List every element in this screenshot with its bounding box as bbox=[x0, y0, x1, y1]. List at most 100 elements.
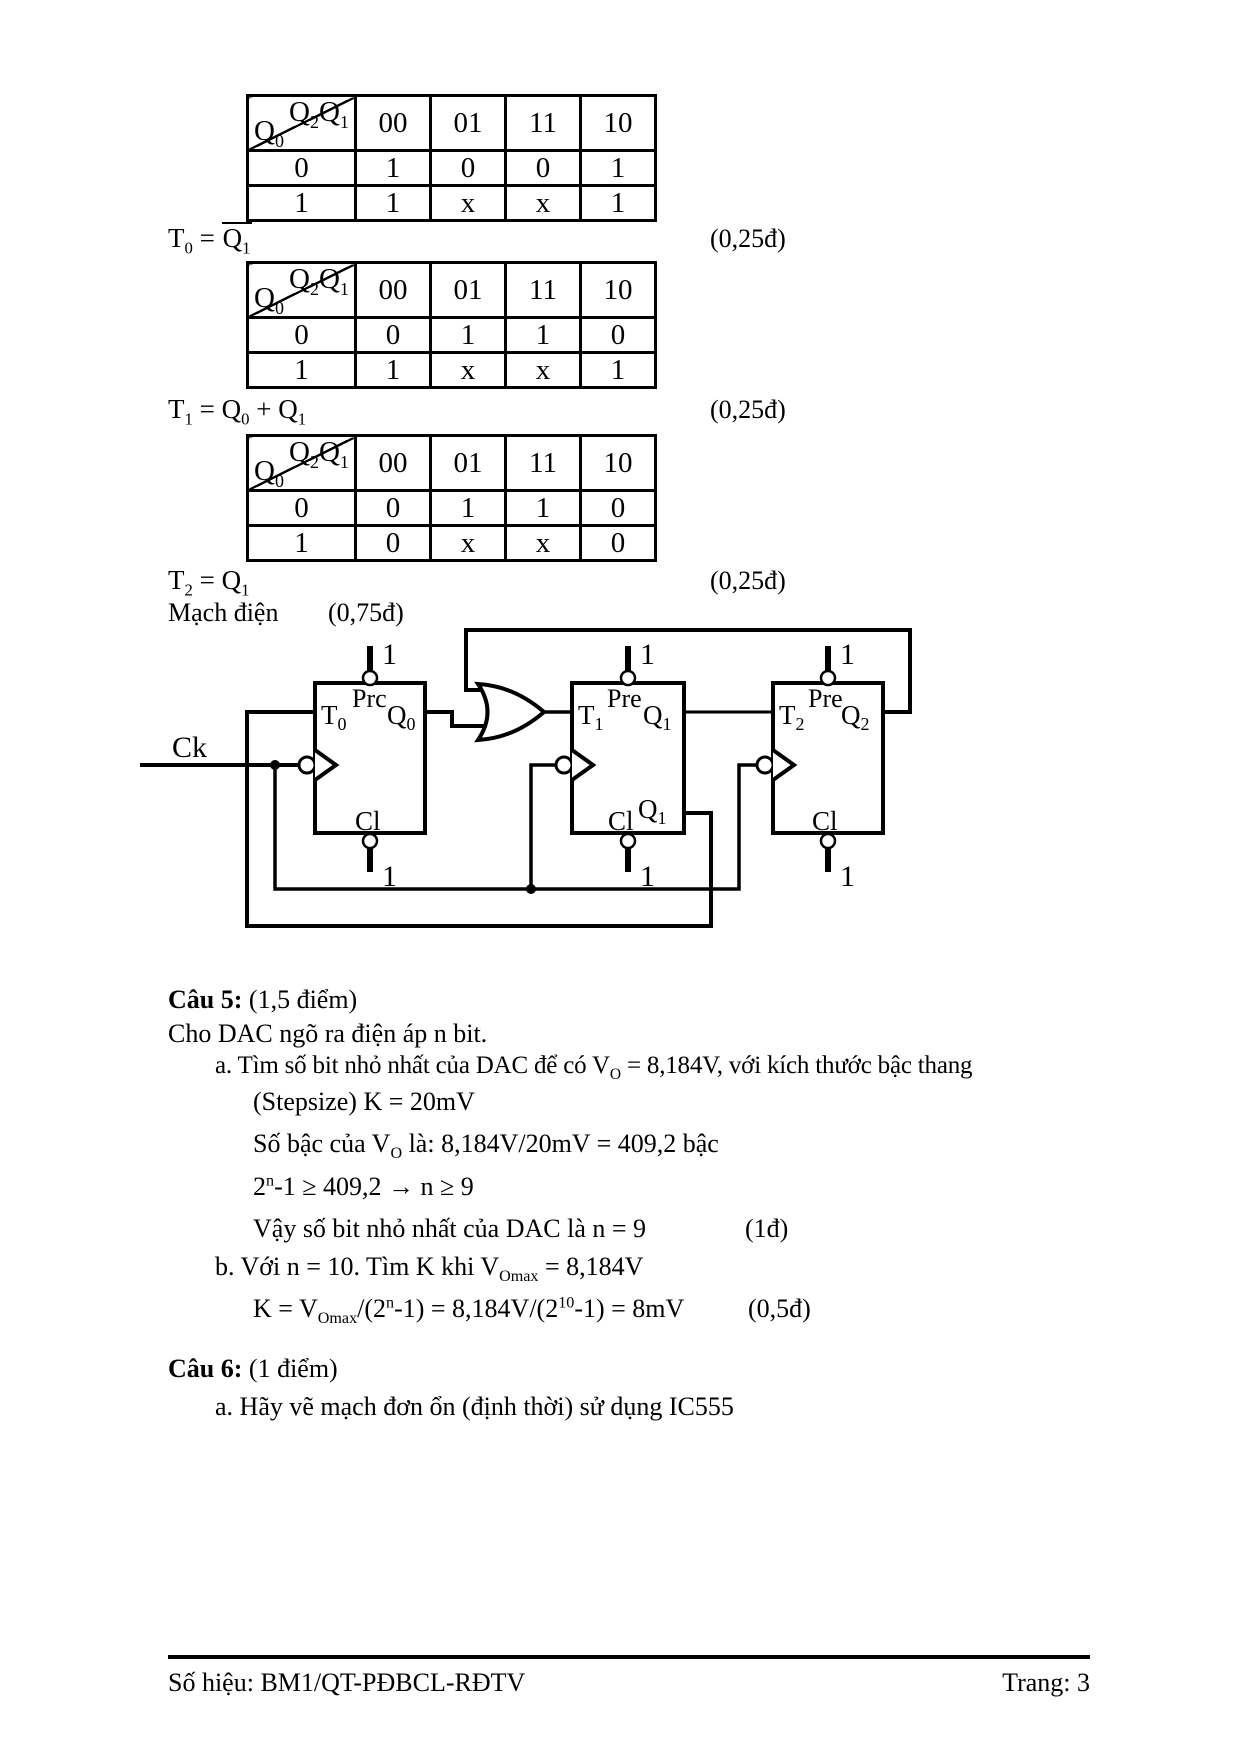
preset-bubble-icon bbox=[619, 669, 637, 687]
clock-bubble-icon bbox=[297, 755, 317, 775]
points-badge: (0,25đ) bbox=[710, 566, 786, 595]
solution-conclusion-line: Vậy số bit nhỏ nhất của DAC là n = 9 (1đ… bbox=[253, 1214, 789, 1243]
kmap-cell: 1 bbox=[429, 316, 507, 354]
feedback-wire-q2-to-or bbox=[464, 628, 912, 714]
or-gate-icon bbox=[474, 681, 548, 743]
preset-value: 1 bbox=[382, 638, 397, 671]
kmap-corner-top-label: Q2Q1 bbox=[289, 436, 349, 472]
clear-bubble-icon bbox=[361, 832, 379, 850]
kmap-corner-side-label: Q0 bbox=[254, 115, 284, 151]
formula-t1-expression: T1 = Q0 + Q1 bbox=[168, 394, 307, 429]
flipflop-t1-preset-label: Pre bbox=[607, 684, 642, 713]
kmap-cell: 0 bbox=[579, 489, 657, 527]
clock-signal-label: Ck bbox=[172, 731, 207, 764]
points-badge: (1đ) bbox=[745, 1214, 789, 1243]
kmap-corner-side-label: Q0 bbox=[254, 455, 284, 491]
preset-bubble-icon bbox=[361, 669, 379, 687]
kmap-cell: 0 bbox=[429, 149, 507, 187]
feedback-wire-q1bar-to-t0 bbox=[245, 710, 713, 928]
clock-bubble-icon bbox=[755, 755, 775, 775]
kmap-row-label: 1 bbox=[246, 351, 357, 389]
preset-value: 1 bbox=[840, 638, 855, 671]
formula-t2-expression: T2 = Q1 bbox=[168, 565, 250, 600]
flipflop-t0-box bbox=[313, 681, 427, 835]
kmap-cell: x bbox=[429, 351, 507, 389]
kmap-cell: 1 bbox=[504, 316, 582, 354]
kmap-corner-cell: Q2Q1 Q0 bbox=[246, 434, 357, 492]
kmap-cell: 0 bbox=[354, 524, 432, 562]
flipflop-t0-q-label: Q0 bbox=[387, 700, 416, 734]
footer-page-number: Trang: 3 bbox=[1002, 1668, 1090, 1697]
flipflop-t1-qbar-label: Q1 bbox=[638, 794, 667, 828]
kmap-cell: x bbox=[429, 184, 507, 222]
kmap-cell: 0 bbox=[504, 149, 582, 187]
kmap-table-t2: Q2Q1 Q0 00 01 11 10 0 0 1 1 0 1 0 x x 0 bbox=[246, 434, 657, 562]
kmap-col-header: 10 bbox=[579, 261, 657, 319]
question-5b-statement: b. Với n = 10. Tìm K khi VOmax = 8,184V bbox=[215, 1252, 644, 1286]
kmap-col-header: 11 bbox=[504, 261, 582, 319]
kmap-col-header: 10 bbox=[579, 94, 657, 152]
clock-branch-ff2 bbox=[529, 763, 556, 889]
flipflop-t1-clear-label: Cl bbox=[608, 806, 634, 836]
clear-value: 1 bbox=[840, 860, 855, 893]
kmap-cell: 0 bbox=[354, 316, 432, 354]
circuit-caption-label: Mạch điện bbox=[168, 598, 279, 627]
kmap-cell: 1 bbox=[354, 184, 432, 222]
question-6-heading: Câu 6: (1 điểm) bbox=[168, 1354, 338, 1383]
kmap-col-header: 01 bbox=[429, 261, 507, 319]
solution-inequality-line: 2n-1 ≥ 409,2 → n ≥ 9 bbox=[253, 1172, 474, 1201]
junction-dot bbox=[270, 760, 280, 770]
solution-steps-line: Số bậc của VO là: 8,184V/20mV = 409,2 bậ… bbox=[253, 1129, 719, 1163]
kmap-cell: x bbox=[504, 184, 582, 222]
question-5-intro: Cho DAC ngõ ra điện áp n bit. bbox=[168, 1019, 488, 1048]
preset-value: 1 bbox=[640, 638, 655, 671]
points-badge: (0,25đ) bbox=[710, 395, 786, 424]
kmap-col-header: 00 bbox=[354, 434, 432, 492]
kmap-cell: 1 bbox=[354, 351, 432, 389]
clock-bubble-icon bbox=[554, 755, 574, 775]
points-badge: (0,5đ) bbox=[748, 1294, 811, 1323]
clock-distribution-wire bbox=[273, 763, 757, 891]
kmap-cell: 0 bbox=[354, 489, 432, 527]
kmap-cell: 1 bbox=[504, 489, 582, 527]
kmap-cell: 0 bbox=[579, 316, 657, 354]
clear-bubble-icon bbox=[819, 832, 837, 850]
clear-value: 1 bbox=[382, 860, 397, 893]
footer-divider bbox=[168, 1655, 1090, 1659]
flipflop-t0-preset-label: Prc bbox=[352, 684, 387, 713]
flipflop-t0-clear-label: Cl bbox=[355, 806, 381, 836]
kmap-cell: 1 bbox=[354, 149, 432, 187]
kmap-col-header: 01 bbox=[429, 94, 507, 152]
solution-k-formula-line: K = VOmax/(2n-1) = 8,184V/(210-1) = 8mV … bbox=[253, 1294, 811, 1328]
wire-q0-to-or bbox=[425, 710, 488, 728]
kmap-corner-cell: Q2Q1 Q0 bbox=[246, 94, 357, 152]
clock-edge-triangle-icon bbox=[771, 748, 798, 782]
kmap-row-label: 0 bbox=[246, 149, 357, 187]
clock-edge-triangle-icon bbox=[313, 748, 340, 782]
kmap-table-t0: Q2Q1 Q0 00 01 11 10 0 1 0 0 1 1 1 x x 1 bbox=[246, 94, 657, 222]
flipflop-t2-preset-label: Pre bbox=[808, 684, 843, 713]
flipflop-t0-input-label: T0 bbox=[321, 700, 347, 734]
flipflop-t2-box bbox=[771, 681, 885, 835]
kmap-col-header: 00 bbox=[354, 94, 432, 152]
flipflop-t2-clear-label: Cl bbox=[812, 806, 838, 836]
kmap-cell: x bbox=[429, 524, 507, 562]
footer-document-number: Số hiệu: BM1/QT-PĐBCL-RĐTV bbox=[168, 1668, 526, 1697]
kmap-col-header: 11 bbox=[504, 434, 582, 492]
kmap-cell: 1 bbox=[579, 149, 657, 187]
formula-t1: T1 = Q0 + Q1 (0,25đ) bbox=[168, 393, 786, 429]
kmap-cell: 0 bbox=[579, 524, 657, 562]
clear-bubble-icon bbox=[619, 832, 637, 850]
flipflop-t2-input-label: T2 bbox=[779, 700, 805, 734]
kmap-row-label: 0 bbox=[246, 316, 357, 354]
kmap-cell: 1 bbox=[579, 351, 657, 389]
question-6a-statement: a. Hãy vẽ mạch đơn ổn (định thời) sử dụn… bbox=[215, 1392, 734, 1421]
kmap-cell: 1 bbox=[429, 489, 507, 527]
kmap-col-header: 11 bbox=[504, 94, 582, 152]
kmap-corner-top-label: Q2Q1 bbox=[289, 263, 349, 299]
kmap-cell: 1 bbox=[579, 184, 657, 222]
kmap-cell: x bbox=[504, 351, 582, 389]
flipflop-t2-q-label: Q2 bbox=[841, 700, 870, 734]
kmap-corner-cell: Q2Q1 Q0 bbox=[246, 261, 357, 319]
